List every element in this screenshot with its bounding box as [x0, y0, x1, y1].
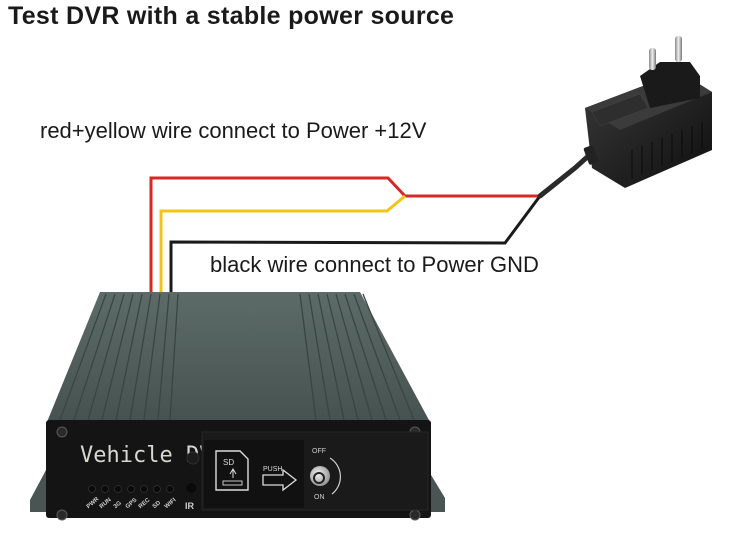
black-wire — [169, 195, 542, 292]
dvr-mount-left — [30, 470, 50, 512]
plug-pin-left — [649, 48, 656, 70]
screw-icon — [56, 426, 68, 438]
led-label-sd: SD — [152, 500, 163, 510]
screw-icon — [56, 509, 68, 521]
screw-icon — [409, 509, 421, 521]
lock-on-label: ON — [314, 494, 325, 501]
sd-label: SD — [223, 458, 234, 467]
push-label: PUSH — [263, 466, 282, 473]
ir-sensor — [186, 483, 196, 493]
status-leds — [88, 485, 174, 493]
led-label-3g: 3G — [113, 500, 123, 510]
red-wire — [149, 176, 540, 292]
plug-pin-right — [675, 36, 682, 62]
ir-label: IR — [185, 501, 195, 511]
heatsink-fins-left — [59, 293, 179, 421]
yellow-wire — [159, 194, 406, 292]
gnd-wire-label: black wire connect to Power GND — [210, 252, 539, 277]
heatsink-fins-right — [299, 293, 415, 421]
sd-card-icon — [215, 450, 249, 491]
lock-off-label: OFF — [312, 448, 326, 455]
push-arrow-icon — [262, 468, 298, 492]
dvr-device: Vehicle DVR PWR RUN 3G GPS REC SD WIFI I… — [30, 292, 445, 521]
power-adapter — [583, 36, 712, 188]
up-arrow-icon — [229, 468, 237, 478]
page-title: Test DVR with a stable power source — [8, 2, 455, 30]
power-wire-label: red+yellow wire connect to Power +12V — [40, 118, 427, 143]
